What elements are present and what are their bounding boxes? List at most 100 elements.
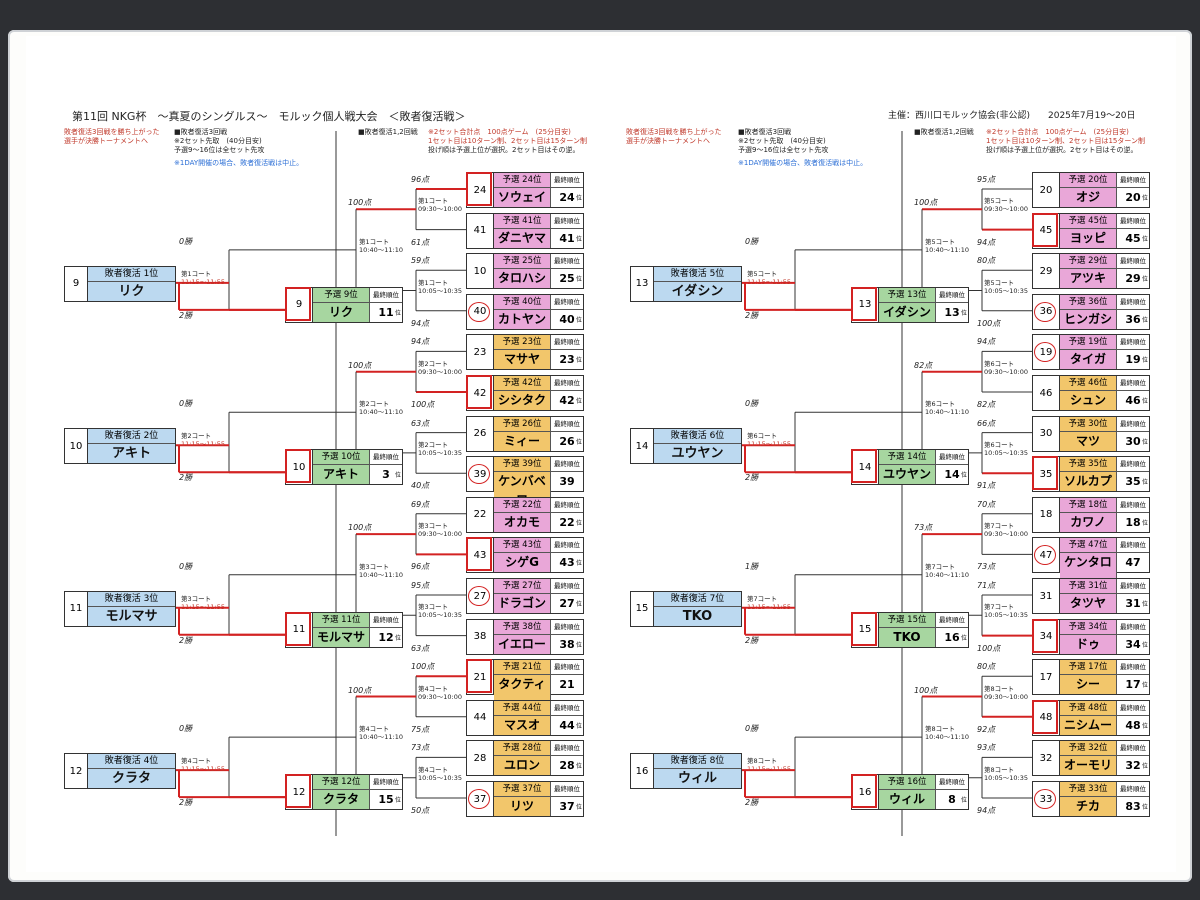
entry-header: 予選 22位最終順位 (494, 497, 583, 513)
round2-score: 100点 (348, 360, 372, 370)
entry-header: 予選 35位最終順位 (1060, 457, 1149, 473)
round1-score: 75点 (411, 724, 430, 734)
round1-score: 96点 (411, 562, 430, 572)
prelim-rank: 予選 30位 (1060, 416, 1117, 431)
court-label: 第8コート (925, 725, 956, 734)
entry-header: 予選 17位最終順位 (1060, 660, 1149, 676)
entry-header: 予選 25位最終順位 (494, 254, 583, 270)
rank-suffix: 位 (575, 722, 582, 730)
seed-name: ユウヤン (671, 446, 724, 462)
round1-score: 73点 (977, 562, 996, 572)
final-rank-label: 最終順位 (1117, 173, 1149, 187)
court-time: 10:40～11:10 (359, 733, 403, 742)
prelim-rank: 予選 15位 (879, 612, 936, 627)
entry-header: 予選 28位最終順位 (494, 741, 583, 757)
entry-number: 10 (285, 449, 313, 485)
rank-suffix: 位 (575, 195, 582, 202)
court-label: 第1コート (418, 278, 449, 287)
prelim-rank: 予選 16位 (879, 775, 936, 790)
court-time: 11:15～11:55 (747, 440, 791, 449)
round1-score: 95点 (977, 175, 996, 184)
final-rank-label: 最終順位 (551, 254, 583, 269)
rank-suffix: 位 (575, 560, 582, 568)
note-1day: ※1DAY開催の場合、敗者復活戦は中止。 (174, 159, 304, 167)
entry-number: 23 (467, 335, 494, 370)
seed-name: ウィル (677, 771, 717, 787)
player-name: イダシン (879, 302, 936, 322)
rank-suffix: 位 (575, 641, 582, 649)
prelim-rank: 予選 23位 (494, 335, 551, 350)
court-time: 10:05～10:35 (984, 773, 1028, 782)
player-name: カトヤン (494, 309, 551, 329)
page-title: 第11回 NKG杯 ～真夏のシングルス～ モルック個人戦大会 ＜敗者復活戦＞ (72, 110, 466, 123)
seed-name: イダシン (671, 283, 724, 299)
entry-number: 44 (467, 700, 494, 735)
round3-wins: 2勝 (745, 473, 759, 483)
round3-wins: 0勝 (745, 724, 759, 734)
prelim-rank: 予選 25位 (494, 254, 551, 269)
entry-header: 予選 43位最終順位 (494, 538, 583, 554)
seed-label: 敗者復活 4位 (88, 754, 175, 770)
court-label: 第5コート (984, 278, 1015, 287)
final-rank-label: 最終順位 (551, 294, 583, 309)
winner-box-mark (851, 286, 877, 321)
round1-score: 71点 (977, 581, 996, 590)
circle-mark (1034, 545, 1056, 566)
player-name: クラタ (313, 790, 370, 810)
final-rank-label: 最終順位 (936, 775, 968, 790)
entry-header: 予選 48位最終順位 (1060, 700, 1149, 716)
round2-score: 100点 (914, 685, 938, 695)
prelim-rank: 予選 38位 (494, 619, 551, 634)
round1-score: 100点 (411, 400, 435, 409)
seed-number: 13 (631, 266, 654, 301)
rank-suffix: 位 (575, 601, 582, 608)
bracket-paper: 第11回 NKG杯 ～真夏のシングルス～ モルック個人戦大会 ＜敗者復活戦＞ 主… (26, 36, 1176, 872)
court-time: 11:15～11:55 (181, 765, 225, 774)
prelim-rank: 予選 43位 (494, 538, 551, 553)
entry-number: 42 (466, 375, 494, 410)
winner-box-mark (466, 172, 492, 206)
note-right-advance: 敗者復活3回戦を勝ち上がった 選手が決勝トーナメントへ (626, 128, 722, 145)
round1-score: 96点 (411, 175, 430, 184)
bracket-lines (174, 131, 1032, 836)
prelim-rank: 予選 11位 (313, 612, 370, 627)
rank-suffix: 位 (575, 276, 582, 284)
round3-wins: 2勝 (179, 635, 193, 645)
player-name: オジ (1060, 188, 1117, 207)
player-name: タツヤ (1060, 594, 1117, 613)
court-time: 09:30～10:00 (418, 367, 462, 376)
final-rank-label: 最終順位 (936, 287, 968, 302)
seed-label: 敗者復活 8位 (654, 754, 741, 770)
rank-suffix: 位 (1141, 195, 1148, 202)
player-name: アキト (313, 465, 370, 485)
seed-name: モルマサ (105, 608, 158, 624)
round1-score: 40点 (411, 481, 430, 491)
round1-score: 59点 (411, 256, 430, 266)
winner-box-mark (851, 449, 877, 484)
rank-suffix: 位 (575, 235, 582, 243)
final-rank-label: 最終順位 (1117, 497, 1149, 512)
round1-score: 94点 (411, 337, 430, 347)
court-time: 10:40～11:10 (359, 408, 403, 417)
player-name: ドラゴン (494, 594, 551, 613)
player-name: ユロン (494, 756, 551, 776)
entry-header: 予選 37位最終順位 (494, 782, 583, 797)
court-time: 10:05～10:35 (984, 286, 1028, 295)
